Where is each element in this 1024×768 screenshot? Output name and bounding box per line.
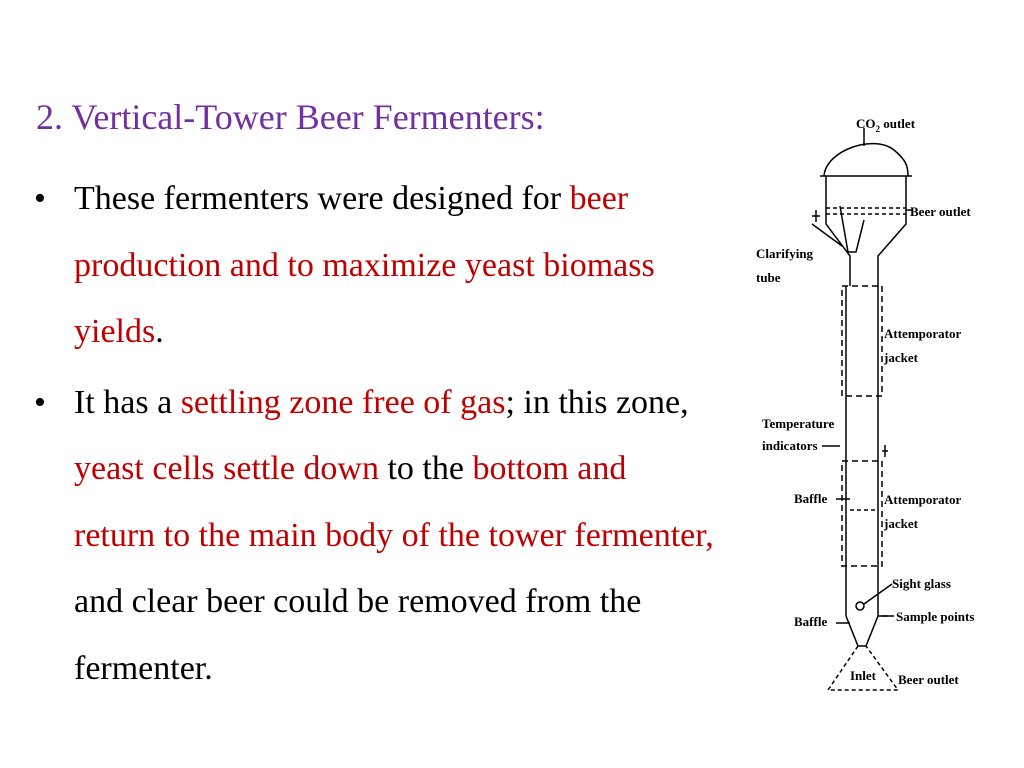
bullet-item-settling-zone: • It has a settling zone free of gas; in… (34, 370, 714, 703)
beer-outlet-top-label: Beer outlet (910, 204, 971, 219)
beer-outlet-bottom-label: Beer outlet (898, 672, 959, 687)
highlight-segment: bottom and return to the main body of th… (74, 450, 714, 554)
bullet-text-2: It has a settling zone free of gas; in t… (74, 384, 714, 687)
attemporator-jacket-lower-label-2: jacket (883, 516, 919, 531)
sample-points-label: Sample points (896, 609, 974, 624)
chamber-taper-right (877, 206, 907, 286)
clarifying-tube-label: Clarifying (756, 246, 814, 261)
clarifying-tube-label-2: tube (756, 270, 781, 285)
clarifying-tube (839, 205, 865, 253)
attemporator-jacket-upper-label-2: jacket (883, 350, 919, 365)
inlet-flare (826, 645, 900, 691)
attemporator-jacket-lower-label: Attemporator (884, 492, 961, 507)
text-segment: and clear beer could be removed from the… (74, 583, 642, 687)
text-segment: . (155, 313, 164, 350)
bottom-cone (845, 615, 879, 647)
bullet-text-1: These fermenters were designed for beer … (74, 180, 655, 350)
inlet-label: Inlet (850, 668, 877, 683)
bullet-list: • These fermenters were designed for bee… (34, 166, 714, 706)
tower-fermenter-diagram: CO2 outlet Beer outlet Clarifying tube A… (756, 116, 974, 691)
slide-heading: 2. Vertical-Tower Beer Fermenters: (36, 97, 545, 137)
fermenter-dome (823, 142, 909, 177)
bullet-marker: • (34, 180, 46, 217)
baffle-lower-label: Baffle (794, 614, 827, 629)
attemporator-jacket-lower (841, 460, 883, 567)
text-segment: It has a (74, 383, 181, 421)
sight-glass-label: Sight glass (892, 576, 951, 591)
valve-right-mid (882, 445, 888, 457)
text-segment: These fermenters were designed for (74, 180, 570, 217)
bullet-item-design: • These fermenters were designed for bee… (34, 166, 714, 366)
valve-left-top (812, 210, 820, 222)
bullet-marker: • (34, 383, 46, 421)
temperature-indicators-label-2: indicators (762, 438, 818, 453)
attemporator-jacket-upper-label: Attemporator (884, 326, 961, 341)
highlight-segment: settling zone free of gas (180, 383, 506, 421)
highlight-segment: yeast cells settle down (74, 450, 379, 487)
text-segment: ; in this zone, (505, 383, 689, 421)
highlight-segment: beer production and to maximize yeast bi… (74, 180, 655, 350)
temperature-indicators-label: Temperature (762, 416, 834, 431)
sight-glass-circle (855, 601, 865, 611)
chamber-taper-left (825, 206, 851, 286)
co2-outlet-label: CO2 outlet (856, 116, 916, 134)
attemporator-jacket-upper (841, 285, 883, 397)
baffle-upper-label: Baffle (794, 491, 827, 506)
clarifying-pointer (811, 223, 843, 247)
sight-glass-pointer (863, 583, 893, 605)
text-segment: to the (378, 450, 473, 487)
